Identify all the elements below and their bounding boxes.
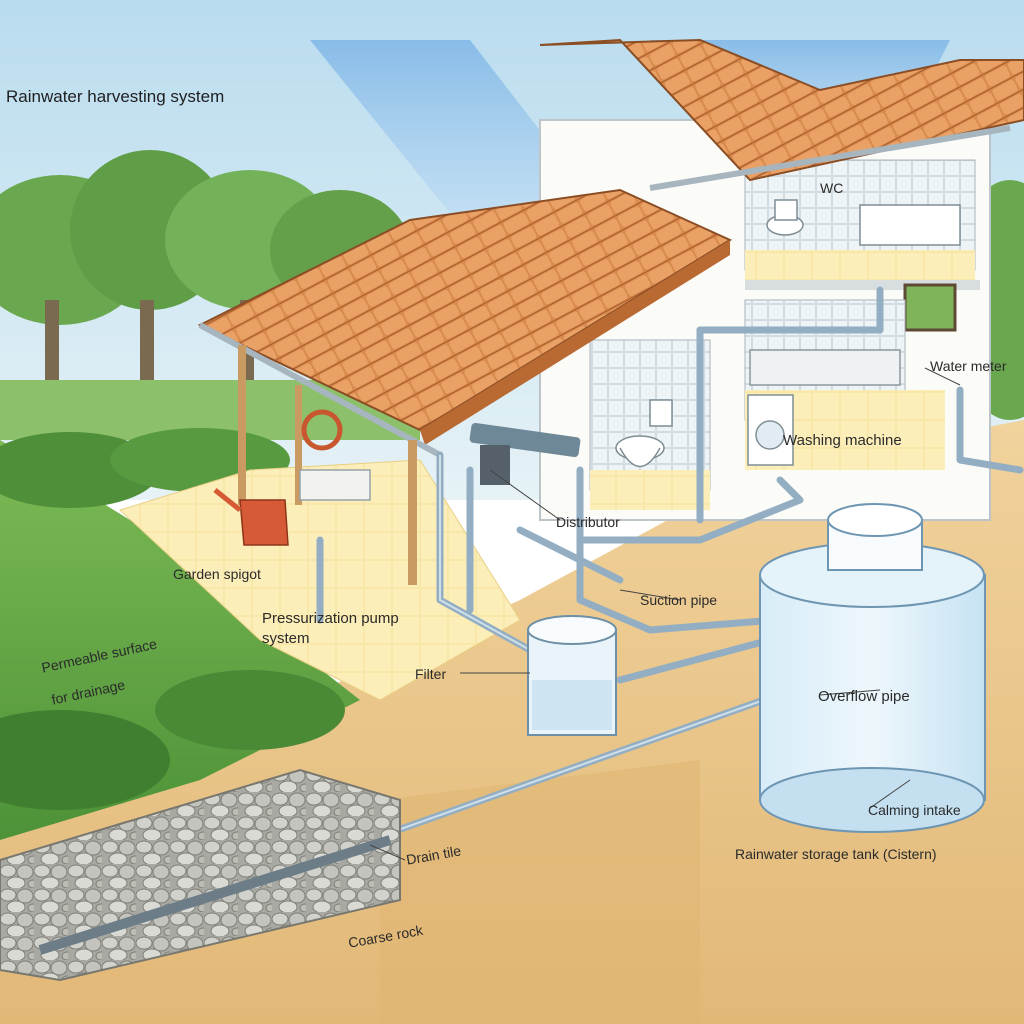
drain-tile-pipe [38, 835, 392, 955]
diagram-title: Rainwater harvesting system [6, 87, 225, 106]
label-overflow-pipe: Overflow pipe [818, 688, 910, 705]
porch-roof [197, 188, 733, 432]
pipe-highlights [369, 455, 821, 841]
leader-lines [369, 367, 961, 861]
porch-posts [238, 345, 417, 585]
label-pressurization-pump-line2: system [262, 630, 310, 647]
label-water-meter: Water meter [930, 358, 1007, 374]
label-pressurization-pump-line1: Pressurization pump [262, 610, 399, 627]
hose-reel [299, 409, 371, 501]
label-distributor: Distributor [556, 514, 620, 530]
label-garden-spigot: Garden spigot [173, 566, 261, 582]
filter [527, 615, 617, 736]
house [539, 119, 991, 521]
label-calming-intake: Calming intake [868, 802, 961, 818]
label-storage-tank: Rainwater storage tank (Cistern) [735, 846, 937, 862]
watering-can [213, 488, 289, 546]
label-washing-machine: Washing machine [783, 432, 902, 449]
distributor [469, 422, 581, 485]
soil-cutaway [380, 760, 700, 1024]
label-suction-pipe: Suction pipe [640, 592, 718, 608]
label-filter: Filter [415, 666, 447, 682]
cistern-tank [759, 503, 986, 833]
label-wc: WC [820, 180, 844, 196]
